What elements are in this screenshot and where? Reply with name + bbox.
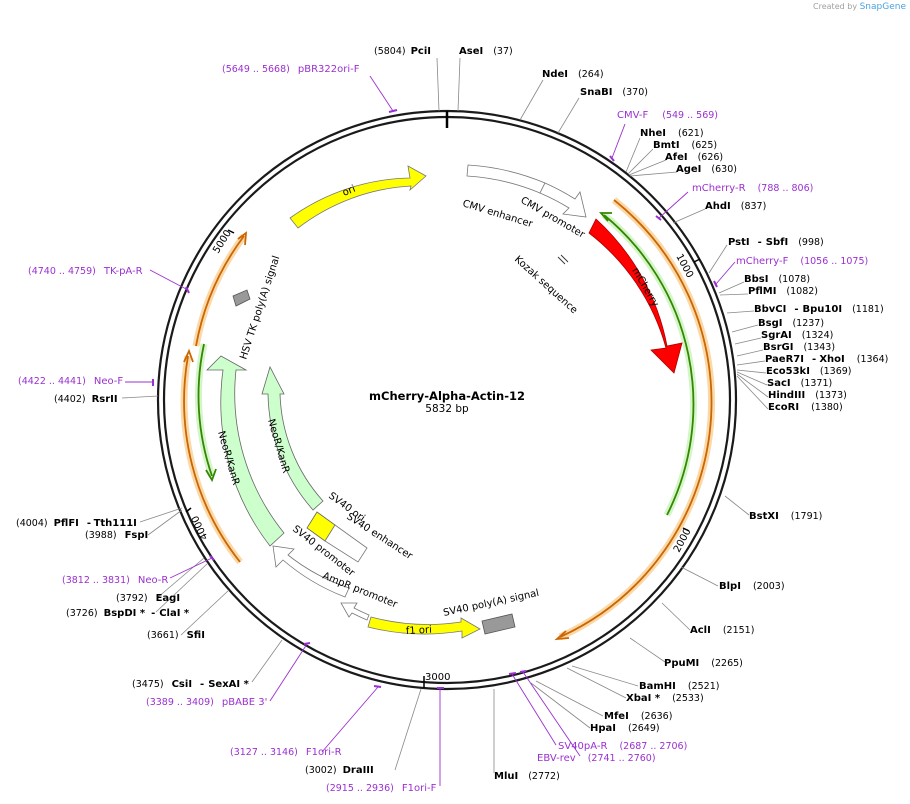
- site-ecori[interactable]: EcoRI(1380): [768, 402, 843, 413]
- site-bsgi[interactable]: BsgI(1237): [758, 318, 824, 329]
- site-blpi[interactable]: BlpI(2003): [719, 581, 785, 592]
- mcherry-feature[interactable]: [588, 218, 683, 374]
- hsv-tk-polya-feature[interactable]: [232, 289, 251, 307]
- site-psti[interactable]: PstI-SbfI(998): [728, 237, 824, 248]
- kozak-label: Kozak sequence: [512, 254, 579, 316]
- primer-f1ori-r[interactable]: (3127 .. 3146)F1ori-R: [230, 747, 342, 758]
- site-bamhi[interactable]: BamHI(2521): [639, 681, 719, 692]
- site-saci[interactable]: SacI(1371): [767, 378, 832, 389]
- neor-kanr-inner-feature[interactable]: [261, 365, 324, 511]
- site-ppumi[interactable]: PpuMI(2265): [664, 658, 743, 669]
- primer-pbr322ori-f[interactable]: (5649 .. 5668)pBR322ori-F: [222, 64, 360, 75]
- site-snabi[interactable]: SnaBI(370): [580, 87, 648, 98]
- site-labels: (5804)PciI AseI(37) NdeI(264) SnaBI(370)…: [16, 46, 888, 782]
- site-hindiii[interactable]: HindIII(1373): [768, 390, 847, 401]
- f1-ori-feature[interactable]: [367, 616, 481, 639]
- primer-sv40pa-r[interactable]: SV40pA-R(2687 .. 2706): [558, 741, 687, 752]
- primer-f1ori-f[interactable]: (2915 .. 2936)F1ori-F: [326, 783, 437, 794]
- ori-feature[interactable]: [289, 165, 427, 229]
- sv40-enhancer-feature[interactable]: [324, 524, 368, 563]
- watermark-prefix: Created by: [813, 2, 858, 11]
- site-paer7i[interactable]: PaeR7I-XhoI(1364): [765, 354, 888, 365]
- site-sgrai[interactable]: SgrAI(1324): [761, 330, 833, 341]
- site-hpai[interactable]: HpaI(2649): [590, 723, 660, 734]
- site-pcii[interactable]: (5804)PciI: [374, 46, 431, 57]
- site-ndei[interactable]: NdeI(264): [542, 69, 604, 80]
- site-pflfi[interactable]: (4004)PflFI-Tth111I: [16, 518, 137, 529]
- site-xbai[interactable]: XbaI *(2533): [626, 693, 704, 704]
- site-leaders: [121, 57, 769, 773]
- site-bbvci[interactable]: BbvCI-Bpu10I(1181): [754, 304, 884, 315]
- site-draiii[interactable]: (3002)DraIII: [305, 765, 374, 776]
- sv40-polya-label: SV40 poly(A) signal: [442, 588, 540, 619]
- hsv-tk-label: HSV TK poly(A) signal: [238, 255, 282, 361]
- site-mlui[interactable]: MluI(2772): [494, 771, 560, 782]
- site-bspdi[interactable]: (3726)BspDI *-ClaI *: [66, 608, 190, 619]
- plasmid-size: 5832 bp: [425, 403, 469, 415]
- neor-kanr-outer-feature[interactable]: [206, 355, 285, 547]
- primer-ebv-rev[interactable]: EBV-rev(2741 .. 2760): [537, 753, 656, 764]
- site-fspi[interactable]: (3988)FspI: [85, 530, 148, 541]
- site-nhei[interactable]: NheI(621): [640, 128, 704, 139]
- backbone: [156, 109, 738, 691]
- site-bbsi[interactable]: BbsI(1078): [744, 274, 810, 285]
- site-asei[interactable]: AseI(37): [459, 46, 513, 57]
- sv40-promoter-feature[interactable]: [272, 545, 350, 598]
- cmv-enhancer-feature[interactable]: [466, 164, 546, 194]
- orf-arcs: [180, 197, 715, 641]
- site-agei[interactable]: AgeI(630): [676, 164, 737, 175]
- site-eco53ki[interactable]: Eco53kI(1369): [766, 366, 852, 377]
- site-mfei[interactable]: MfeI(2636): [604, 711, 672, 722]
- plasmid-name: mCherry-Alpha-Actin-12: [369, 389, 525, 403]
- site-csii[interactable]: (3475)CsiI-SexAI *: [132, 679, 250, 690]
- ampr-promoter-feature[interactable]: [340, 602, 370, 621]
- site-sfii[interactable]: (3661)SfiI: [147, 630, 205, 641]
- site-bmti[interactable]: BmtI(625): [653, 140, 717, 151]
- primer-mcherry-r[interactable]: mCherry-R(788 .. 806): [692, 183, 813, 194]
- site-ahdi[interactable]: AhdI(837): [705, 201, 766, 212]
- site-bstxi[interactable]: BstXI(1791): [749, 511, 822, 522]
- primer-cmv-f[interactable]: CMV-F(549 .. 569): [617, 110, 718, 121]
- site-acli[interactable]: AclI(2151): [690, 625, 754, 636]
- primer-mcherry-f[interactable]: mCherry-F(1056 .. 1075): [736, 256, 868, 267]
- site-bsrgi[interactable]: BsrGI(1343): [763, 342, 835, 353]
- snapgene-logo: SnapGene: [859, 2, 906, 12]
- site-afei[interactable]: AfeI(626): [665, 152, 723, 163]
- primer-pbabe3[interactable]: (3389 .. 3409)pBABE 3': [146, 697, 267, 708]
- site-pflmi[interactable]: PflMI(1082): [748, 286, 818, 297]
- site-rsrii[interactable]: (4402)RsrII: [54, 394, 118, 405]
- primer-tk-pa-r[interactable]: (4740 .. 4759)TK-pA-R: [28, 266, 143, 277]
- cmv-promoter-feature[interactable]: [539, 182, 587, 218]
- primer-labels: (5649 .. 5668)pBR322ori-F CMV-F(549 .. 5…: [18, 64, 868, 794]
- primer-leaders: [125, 75, 736, 786]
- primer-neo-f[interactable]: (4422 .. 4441)Neo-F: [18, 376, 123, 387]
- tick-3000: 3000: [425, 672, 450, 683]
- site-eagi[interactable]: (3792)EagI: [116, 593, 180, 604]
- sv40-polya-feature[interactable]: [481, 613, 516, 635]
- f1-ori-label: f1 ori: [406, 625, 433, 637]
- snapgene-watermark: Created by SnapGene: [813, 2, 906, 12]
- primer-neo-r[interactable]: (3812 .. 3831)Neo-R: [62, 575, 168, 586]
- ori-label: ori: [341, 184, 357, 199]
